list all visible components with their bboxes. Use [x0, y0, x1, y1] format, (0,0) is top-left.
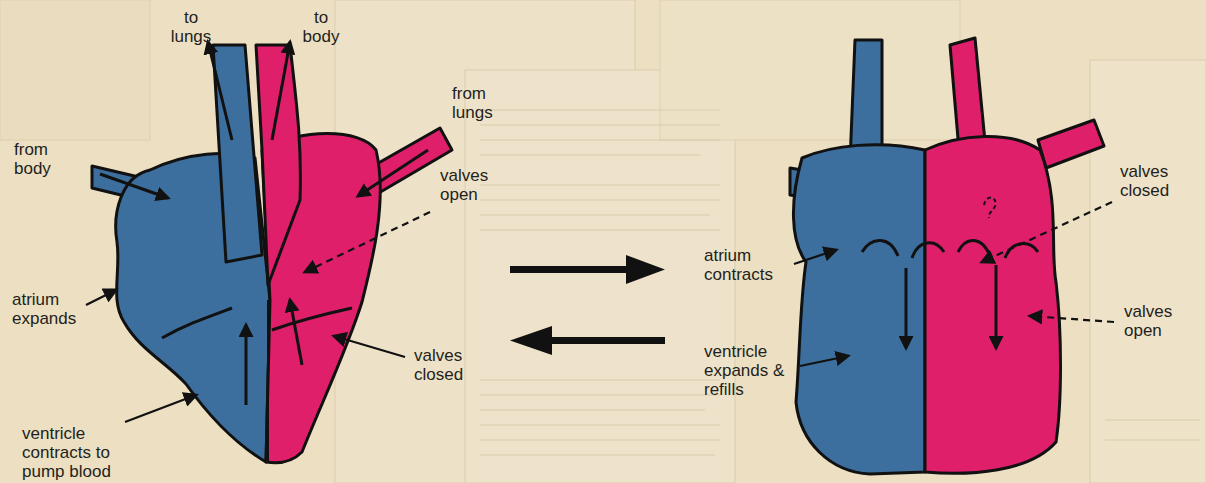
callout-label: valves open: [1124, 302, 1186, 340]
heart-right: [790, 38, 1104, 474]
callout-label: to body: [296, 8, 346, 46]
leader-lines: [86, 202, 1114, 422]
flow-arrows-right: [906, 198, 996, 348]
callout-label: to lungs: [166, 8, 216, 46]
callout-label: from lungs: [452, 84, 512, 122]
callout-label: atrium contracts: [704, 246, 788, 284]
callout-label: from body: [14, 140, 70, 178]
callout-label: valves closed: [1120, 162, 1184, 200]
callout-label: ventricle contracts to pump blood: [22, 424, 134, 481]
callout-label: atrium expands: [12, 290, 82, 328]
cycle-arrows: [510, 255, 665, 355]
heart-left: [92, 45, 452, 463]
flow-arrows-left: [100, 42, 428, 405]
callout-label: ventricle expands & refills: [704, 342, 792, 399]
callout-label: valves open: [440, 166, 502, 204]
callout-label: valves closed: [414, 346, 478, 384]
